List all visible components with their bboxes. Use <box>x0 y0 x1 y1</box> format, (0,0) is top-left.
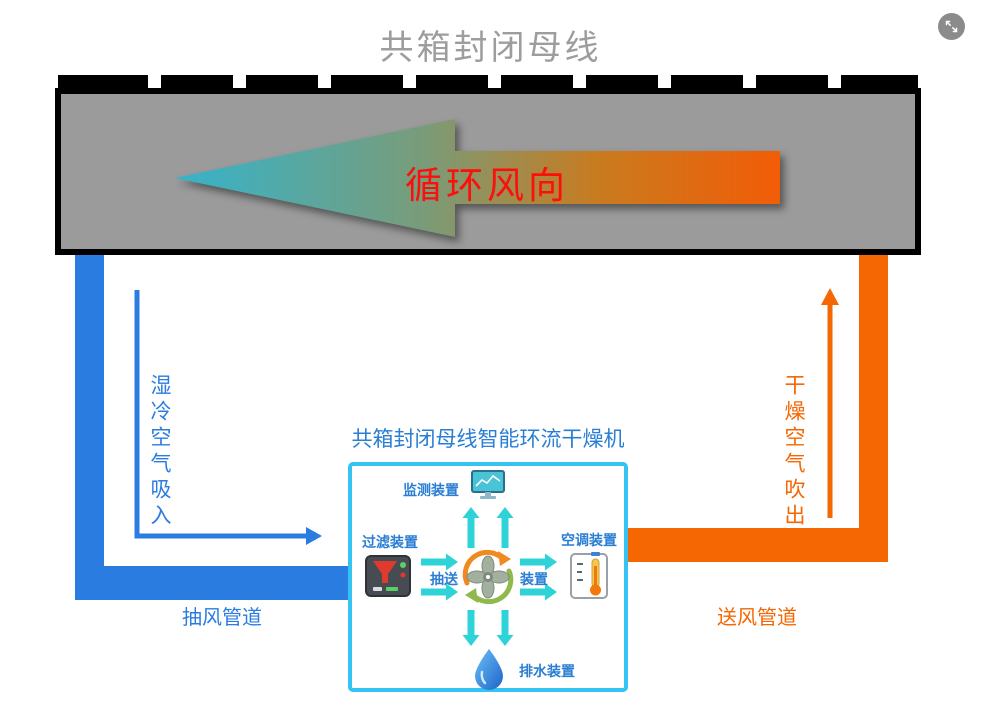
busbar-teeth <box>58 75 918 89</box>
machine-title: 共箱封闭母线智能环流干燥机 <box>351 428 625 451</box>
water-drop-icon <box>475 649 503 690</box>
monitor-label: 监测装置 <box>403 482 459 498</box>
outlet-pipe-horizontal <box>628 528 888 562</box>
outlet-pipe-label: 送风管道 <box>717 607 797 629</box>
monitor-icon <box>471 470 505 499</box>
outlet-flow-label: 干燥空气吹出 <box>782 374 805 530</box>
pump-label-right: 装置 <box>520 571 548 587</box>
outlet-pipe-vertical <box>859 255 888 562</box>
thermometer-icon <box>570 552 608 599</box>
expand-button[interactable] <box>938 13 965 40</box>
expand-icon <box>945 20 958 33</box>
intake-pipe-label: 抽风管道 <box>182 607 262 629</box>
ac-label: 空调装置 <box>561 532 617 548</box>
intake-pipe-horizontal <box>75 566 348 600</box>
intake-pipe-vertical <box>75 255 104 600</box>
fan-circulation-icon <box>462 549 514 605</box>
pump-label-left: 抽送 <box>430 571 458 587</box>
circulation-arrow-label: 循环风向 <box>405 165 569 206</box>
drain-label: 排水装置 <box>519 663 575 679</box>
outlet-flow-arrow <box>821 288 839 518</box>
page-title: 共箱封闭母线 <box>379 29 602 67</box>
intake-flow-label: 湿冷空气吸入 <box>148 374 171 530</box>
filter-label: 过滤装置 <box>362 534 418 550</box>
funnel-filter-icon <box>365 555 411 597</box>
